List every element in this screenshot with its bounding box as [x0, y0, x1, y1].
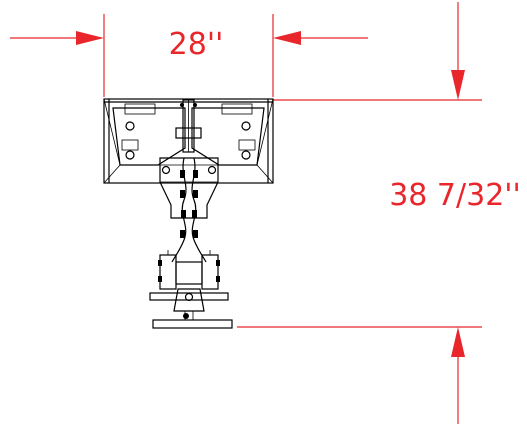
bolt-icon [207, 165, 217, 175]
fitting-block [158, 260, 162, 266]
width-dimension-label: 28'' [169, 27, 224, 62]
link-block [180, 230, 185, 238]
hopper-corner-right [256, 164, 274, 184]
link-block [193, 170, 198, 178]
height-arrow-bottom-head [451, 327, 465, 357]
hopper-outline [103, 98, 274, 184]
bolt-icon [241, 150, 251, 160]
width-dimension: 28'' [10, 14, 368, 97]
lower-assembly [149, 250, 233, 329]
hopper-right-diagonal [256, 98, 274, 166]
hopper-tab-left [121, 139, 139, 151]
height-dimension-label: 38 7/32'' [389, 178, 521, 213]
link-block [180, 170, 185, 178]
pivot-plate [173, 288, 205, 312]
bracket-plate [159, 157, 219, 219]
fitting-block [216, 260, 220, 266]
base-foot-bar [152, 319, 233, 329]
link-block [193, 230, 198, 238]
mast-collar [175, 127, 202, 139]
bolt-icon [161, 165, 171, 175]
height-arrow-top-head [451, 70, 465, 100]
center-housing [175, 261, 203, 285]
linkage-left [171, 157, 187, 263]
drive-linkage [171, 157, 207, 263]
hopper-bracket-right [221, 103, 253, 115]
hopper-left-diagonal [103, 98, 121, 166]
link-block [180, 190, 185, 198]
link-block [193, 190, 198, 198]
center-mast [175, 99, 202, 153]
linkage-right [191, 157, 207, 263]
hopper-corner-left [103, 164, 121, 184]
height-dimension: 38 7/32'' [237, 2, 521, 424]
equipment-drawing [103, 98, 274, 329]
mount-bracket [159, 157, 219, 219]
link-block [192, 210, 197, 218]
hopper-left-panel [112, 107, 186, 166]
fitting-block [216, 276, 220, 282]
pivot-pin-icon [184, 292, 194, 302]
hopper-bracket-left [124, 103, 156, 115]
bolt-icon [125, 121, 135, 131]
hopper-right-panel [191, 107, 265, 166]
width-arrow-left-head [76, 31, 104, 45]
width-arrow-right-head [273, 31, 301, 45]
link-block [181, 210, 186, 218]
hopper-tab-right [238, 139, 256, 151]
bolt-icon [125, 150, 135, 160]
bolt-icon [183, 313, 189, 319]
bolt-icon [241, 121, 251, 131]
fitting-block [158, 276, 162, 282]
